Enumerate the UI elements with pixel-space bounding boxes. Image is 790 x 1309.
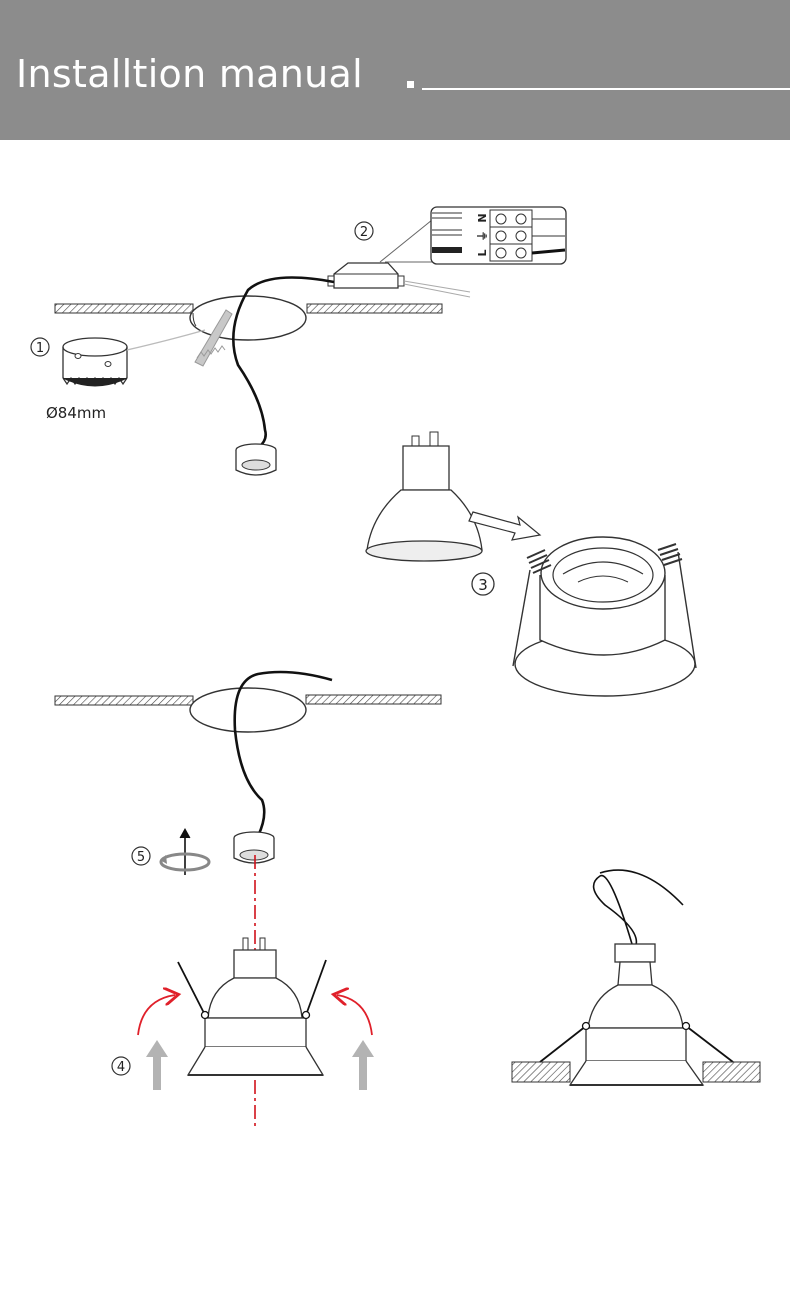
svg-text:5: 5 bbox=[137, 850, 145, 865]
svg-text:1: 1 bbox=[36, 341, 44, 356]
step-4-badge: 4 bbox=[111, 1056, 131, 1076]
svg-text:4: 4 bbox=[117, 1060, 125, 1075]
hole-diameter-label: Ø84mm bbox=[46, 404, 106, 422]
header-banner: Installtion manual bbox=[0, 0, 790, 140]
svg-text:3: 3 bbox=[478, 576, 488, 594]
step-1-badge: 1 bbox=[30, 337, 50, 357]
installation-diagram: 1 Ø84mm 2 N ⏚ L bbox=[30, 206, 761, 1130]
downlight-fitting bbox=[512, 536, 697, 697]
spring-clip-arrow-right-icon bbox=[337, 995, 373, 1036]
svg-text:⏚: ⏚ bbox=[476, 231, 489, 242]
insert-arrow-icon bbox=[468, 511, 542, 541]
terminal-block-icon: N ⏚ L bbox=[430, 206, 567, 265]
twist-rotate-icon bbox=[159, 827, 211, 875]
saw-blade-icon bbox=[194, 309, 233, 367]
page-title: Installtion manual bbox=[16, 52, 363, 96]
gu10-connector-bottom bbox=[233, 831, 275, 864]
fitting-with-lamp bbox=[177, 937, 327, 1076]
step-5-badge: 5 bbox=[131, 846, 151, 866]
spring-clip-arrow-left-icon bbox=[137, 995, 175, 1036]
svg-text:2: 2 bbox=[360, 225, 368, 240]
gu10-bulb-icon bbox=[365, 431, 483, 562]
driver-box bbox=[327, 219, 471, 298]
step-3-badge: 3 bbox=[471, 572, 495, 596]
title-bullet bbox=[407, 81, 414, 88]
push-up-arrow-left-icon bbox=[146, 1040, 168, 1090]
svg-text:L: L bbox=[476, 249, 489, 256]
hole-saw-icon bbox=[62, 329, 206, 387]
push-up-arrow-right-icon bbox=[352, 1040, 374, 1090]
title-underline bbox=[422, 88, 790, 90]
svg-text:N: N bbox=[476, 213, 489, 222]
ceiling-bottom bbox=[54, 670, 442, 837]
installed-fitting bbox=[511, 869, 761, 1086]
ceiling-top bbox=[54, 295, 443, 341]
gu10-connector-top bbox=[235, 443, 277, 476]
top-cable bbox=[232, 276, 335, 450]
step-2-badge: 2 bbox=[354, 221, 374, 241]
